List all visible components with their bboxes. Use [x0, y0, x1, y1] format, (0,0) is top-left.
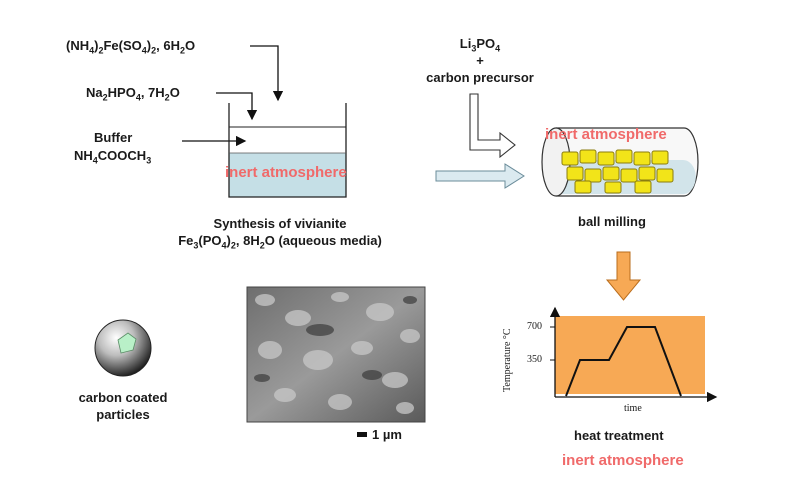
- synthesis-atmosphere-label: inert atmosphere: [225, 164, 347, 181]
- sem-image: [246, 286, 426, 437]
- hollow-bent-arrow: [469, 93, 516, 159]
- hollow-right-arrow: [435, 163, 525, 189]
- milling-atmosphere-label: inert atmosphere: [545, 126, 667, 143]
- carbon-coated-particle: [94, 319, 152, 377]
- buffer-formula-label: NH4COOCH3: [74, 148, 152, 166]
- vivianite-formula: Fe3(PO4)2, 8H2O (aqueous media): [178, 233, 382, 251]
- particles-caption-line2: particles: [96, 407, 150, 422]
- carbon-precursor-label: carbon precursor: [426, 70, 534, 85]
- time-axis-label: time: [624, 403, 642, 414]
- tick-350: 350: [527, 354, 542, 365]
- heat-atmosphere-label: inert atmosphere: [562, 452, 684, 469]
- milling-balls: [561, 149, 674, 194]
- sodium-phosphate-label: Na2HPO4, 7H2O: [86, 85, 180, 103]
- scale-bar: [357, 432, 367, 437]
- lithium-phosphate-label: Li3PO4: [459, 36, 501, 54]
- ball-milling-caption: ball milling: [578, 214, 646, 229]
- temperature-profile-line: [565, 326, 682, 397]
- tick-700: 700: [527, 321, 542, 332]
- temperature-axis-label: Temperature °C: [502, 328, 513, 392]
- buffer-label: Buffer: [94, 130, 133, 145]
- heat-treatment-chart: [549, 306, 718, 403]
- particles-caption: carbon coated: [78, 390, 168, 405]
- plus-sign: +: [476, 53, 484, 68]
- down-arrow: [605, 251, 642, 301]
- heat-treatment-caption: heat treatment: [574, 428, 664, 443]
- ammonium-iron-sulfate-label: (NH4)2Fe(SO4)2, 6H2O: [66, 38, 196, 56]
- beaker: [228, 103, 347, 198]
- synthesis-caption: Synthesis of vivianite: [213, 216, 347, 231]
- sem-scale-label: 1 µm: [372, 427, 402, 442]
- reagent-arrows: [182, 45, 284, 147]
- ball-mill-jar: [541, 127, 699, 197]
